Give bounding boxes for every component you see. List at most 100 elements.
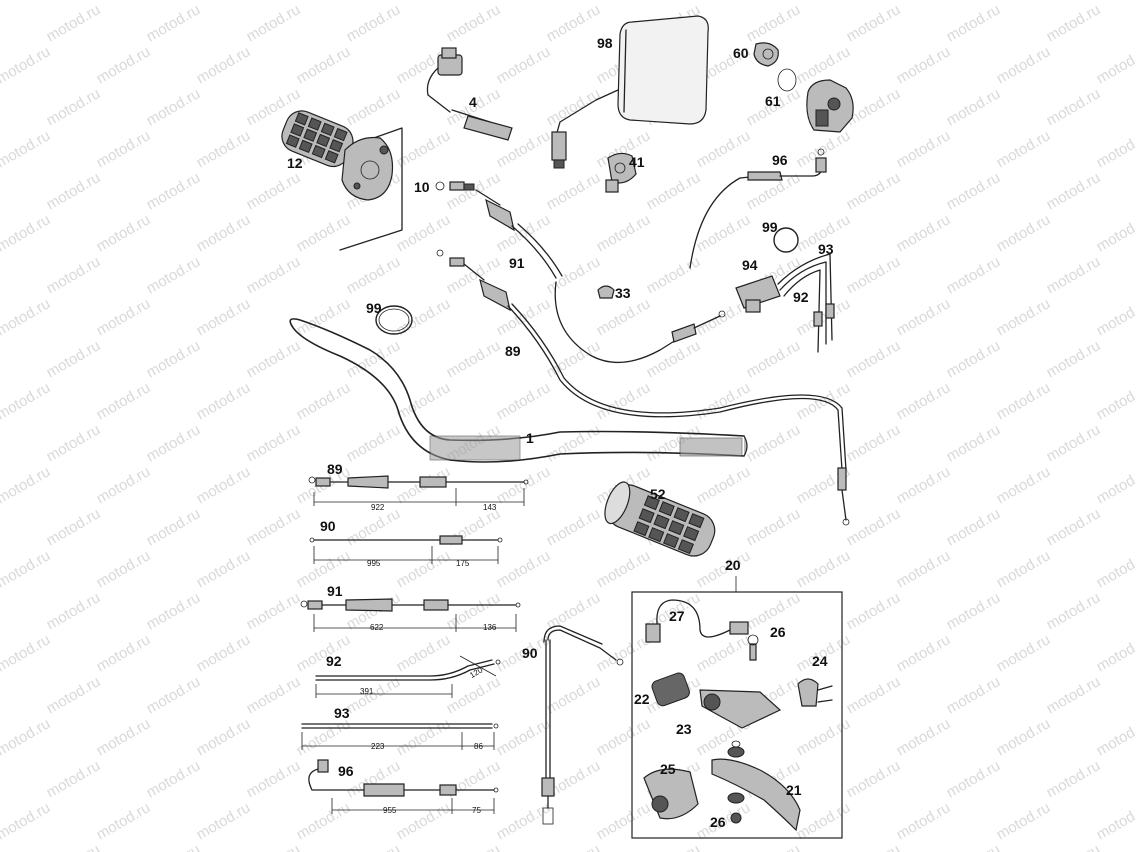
watermark-text: motod.ru	[894, 295, 954, 339]
watermark-text: motod.ru	[594, 631, 654, 675]
watermark-text: motod.ru	[744, 421, 804, 465]
watermark-text: motod.ru	[644, 841, 704, 852]
callout-94: 94	[742, 257, 758, 273]
watermark-text: motod.ru	[0, 589, 3, 633]
watermark-text: motod.ru	[944, 589, 1004, 633]
watermark-text: motod.ru	[994, 547, 1054, 591]
watermark-text: motod.ru	[1044, 505, 1104, 549]
mirror-part	[551, 15, 709, 169]
watermark-text: motod.ru	[694, 0, 754, 3]
watermark-text: motod.ru	[44, 589, 104, 633]
watermark-text: motod.ru	[694, 211, 754, 255]
left-grip-part	[604, 481, 716, 557]
clutch-cable-90	[541, 625, 624, 825]
watermark-text: motod.ru	[94, 715, 154, 759]
watermark-text: motod.ru	[944, 85, 1004, 129]
watermark-text: motod.ru	[0, 127, 53, 171]
watermark-text: motod.ru	[0, 211, 53, 255]
watermark-text: motod.ru	[1094, 295, 1136, 339]
watermark-text: motod.ru	[194, 379, 254, 423]
cable-spec-labels: 89 922 143 90 995 175 91 622 136 92 391 …	[320, 461, 497, 815]
callout-20: 20	[725, 557, 741, 573]
watermark-text: motod.ru	[1094, 463, 1136, 507]
watermark-text: motod.ru	[894, 463, 954, 507]
watermark-text: motod.ru	[444, 841, 504, 852]
watermark-text: motod.ru	[944, 421, 1004, 465]
watermark-text: motod.ru	[0, 0, 53, 3]
watermark-text: motod.ru	[0, 1, 3, 45]
callout-4: 4	[469, 94, 477, 110]
watermark-text: motod.ru	[94, 799, 154, 843]
watermark-text: motod.ru	[744, 505, 804, 549]
watermark-text: motod.ru	[94, 211, 154, 255]
watermark-text: motod.ru	[0, 379, 53, 423]
watermark-text: motod.ru	[644, 253, 704, 297]
watermark-text: motod.ru	[544, 169, 604, 213]
watermark-text: motod.ru	[544, 85, 604, 129]
watermark-text: motod.ru	[144, 1, 204, 45]
callout-61: 61	[765, 93, 781, 109]
callout-52: 52	[650, 486, 666, 502]
callout-33: 33	[615, 285, 631, 301]
watermark-text: motod.ru	[394, 799, 454, 843]
switch-housing-parts	[753, 42, 854, 133]
watermark-text: motod.ru	[594, 799, 654, 843]
watermark-text: motod.ru	[594, 211, 654, 255]
cable-spec-96	[308, 759, 499, 814]
watermark-text: motod.ru	[0, 43, 53, 87]
watermark-text: motod.ru	[194, 211, 254, 255]
watermark-text: motod.ru	[644, 337, 704, 381]
watermark-text: motod.ru	[794, 547, 854, 591]
watermark-text: motod.ru	[144, 841, 204, 852]
watermark-text: motod.ru	[144, 505, 204, 549]
watermark-text: motod.ru	[894, 379, 954, 423]
watermark-text: motod.ru	[244, 673, 304, 717]
watermark-text: motod.ru	[594, 0, 654, 3]
watermark-text: motod.ru	[0, 337, 3, 381]
watermark-text: motod.ru	[44, 1, 104, 45]
watermark-text: motod.ru	[94, 43, 154, 87]
spec-89-part: 89	[327, 461, 343, 477]
watermark-text: motod.ru	[194, 295, 254, 339]
spec-93-dim-2: 86	[474, 742, 483, 751]
watermark-text: motod.ru	[1094, 211, 1136, 255]
watermark-text: motod.ru	[244, 505, 304, 549]
watermark-text: motod.ru	[194, 43, 254, 87]
callout-96: 96	[772, 152, 788, 168]
watermark-text: motod.ru	[394, 715, 454, 759]
watermark-text: motod.ru	[244, 589, 304, 633]
watermark-text: motod.ru	[144, 337, 204, 381]
watermark-text: motod.ru	[844, 337, 904, 381]
watermark-text: motod.ru	[744, 1, 804, 45]
watermark-text: motod.ru	[894, 127, 954, 171]
watermark-text: motod.ru	[844, 421, 904, 465]
cable-fitting-10	[435, 181, 475, 191]
watermark-text: motod.ru	[894, 0, 954, 3]
handlebar-part	[289, 318, 748, 463]
watermark-text: motod.ru	[1044, 169, 1104, 213]
watermark-text: motod.ru	[294, 379, 354, 423]
callout-89: 89	[505, 343, 521, 359]
watermark-text: motod.ru	[0, 547, 53, 591]
watermark-text: motod.ru	[0, 799, 53, 843]
cable-spec-89	[308, 475, 529, 506]
watermark-text: motod.ru	[844, 505, 904, 549]
callout-27: 27	[669, 608, 685, 624]
watermark-text: motod.ru	[0, 631, 53, 675]
spec-92-part: 92	[326, 653, 342, 669]
cable-spec-91	[300, 598, 521, 632]
watermark-text: motod.ru	[1094, 127, 1136, 171]
watermark-text: motod.ru	[94, 631, 154, 675]
watermark-text: motod.ru	[94, 379, 154, 423]
watermark-text: motod.ru	[44, 841, 104, 852]
watermark-text: motod.ru	[844, 253, 904, 297]
watermark-text: motod.ru	[244, 757, 304, 801]
watermark-text: motod.ru	[244, 169, 304, 213]
watermark-text: motod.ru	[994, 799, 1054, 843]
watermark-text: motod.ru	[944, 505, 1004, 549]
watermark-text: motod.ru	[944, 1, 1004, 45]
watermark-text: motod.ru	[694, 631, 754, 675]
callout-labels: 98 60 61 4 12 10 41 96 99 93 94 92 91 33…	[287, 35, 834, 830]
callout-24: 24	[812, 653, 828, 669]
watermark-text: motod.ru	[144, 673, 204, 717]
